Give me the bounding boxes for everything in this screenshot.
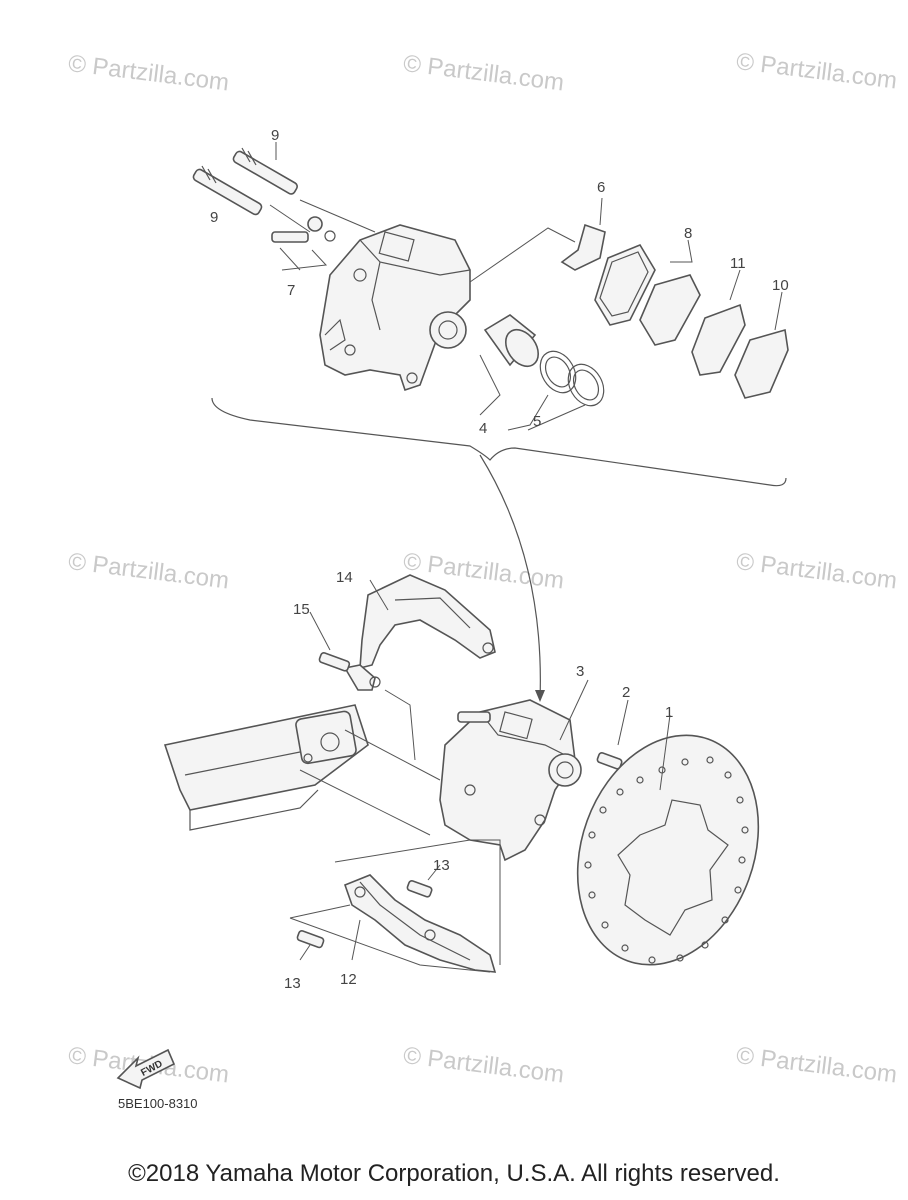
callout-10: 10 [772,277,789,294]
callout-6: 6 [597,179,605,196]
swingarm [163,704,369,831]
callout-1: 1 [665,704,673,721]
brake-disc [576,734,760,966]
caliper-bolt-lower [192,165,263,216]
callout-11: 11 [730,255,746,272]
piston [483,314,540,368]
bleed-screw [271,216,336,243]
callout-5: 5 [533,413,541,430]
callout-13: 13 [433,857,450,874]
forward-direction-icon: FWD [116,1048,176,1090]
callout-9: 9 [271,127,279,144]
callout-15: 15 [293,601,310,618]
pad-shim-10 [734,328,789,399]
callout-3: 3 [576,663,584,680]
diagram-code: 5BE100-8310 [118,1096,198,1111]
disc-screw [596,752,646,771]
brake-pad-inner [594,244,656,326]
callout-7: 7 [287,282,295,299]
group-bracket [211,397,787,487]
guard-bolt-right [406,880,433,898]
callout-14: 14 [336,569,353,586]
callout-2: 2 [622,684,630,701]
caliper-bracket [343,574,496,691]
callout-13: 13 [284,975,301,992]
caliper-body-upper [319,224,471,392]
caliper-bolt-upper [232,147,298,195]
callout-8: 8 [684,225,692,242]
copyright-notice: ©2018 Yamaha Motor Corporation, U.S.A. A… [128,1160,780,1187]
pad-spring [560,223,606,271]
caliper-guard [343,874,497,973]
bracket-bolt [318,652,351,672]
piston-seals [539,350,605,407]
callout-4: 4 [479,420,487,437]
callout-9: 9 [210,209,218,226]
assembly-arrow [479,454,541,701]
pad-shim-11 [691,303,746,376]
caliper-body-lower [439,699,582,862]
callout-12: 12 [340,971,357,988]
brake-pad-outer [639,274,701,346]
guard-bolt-left [296,930,325,949]
